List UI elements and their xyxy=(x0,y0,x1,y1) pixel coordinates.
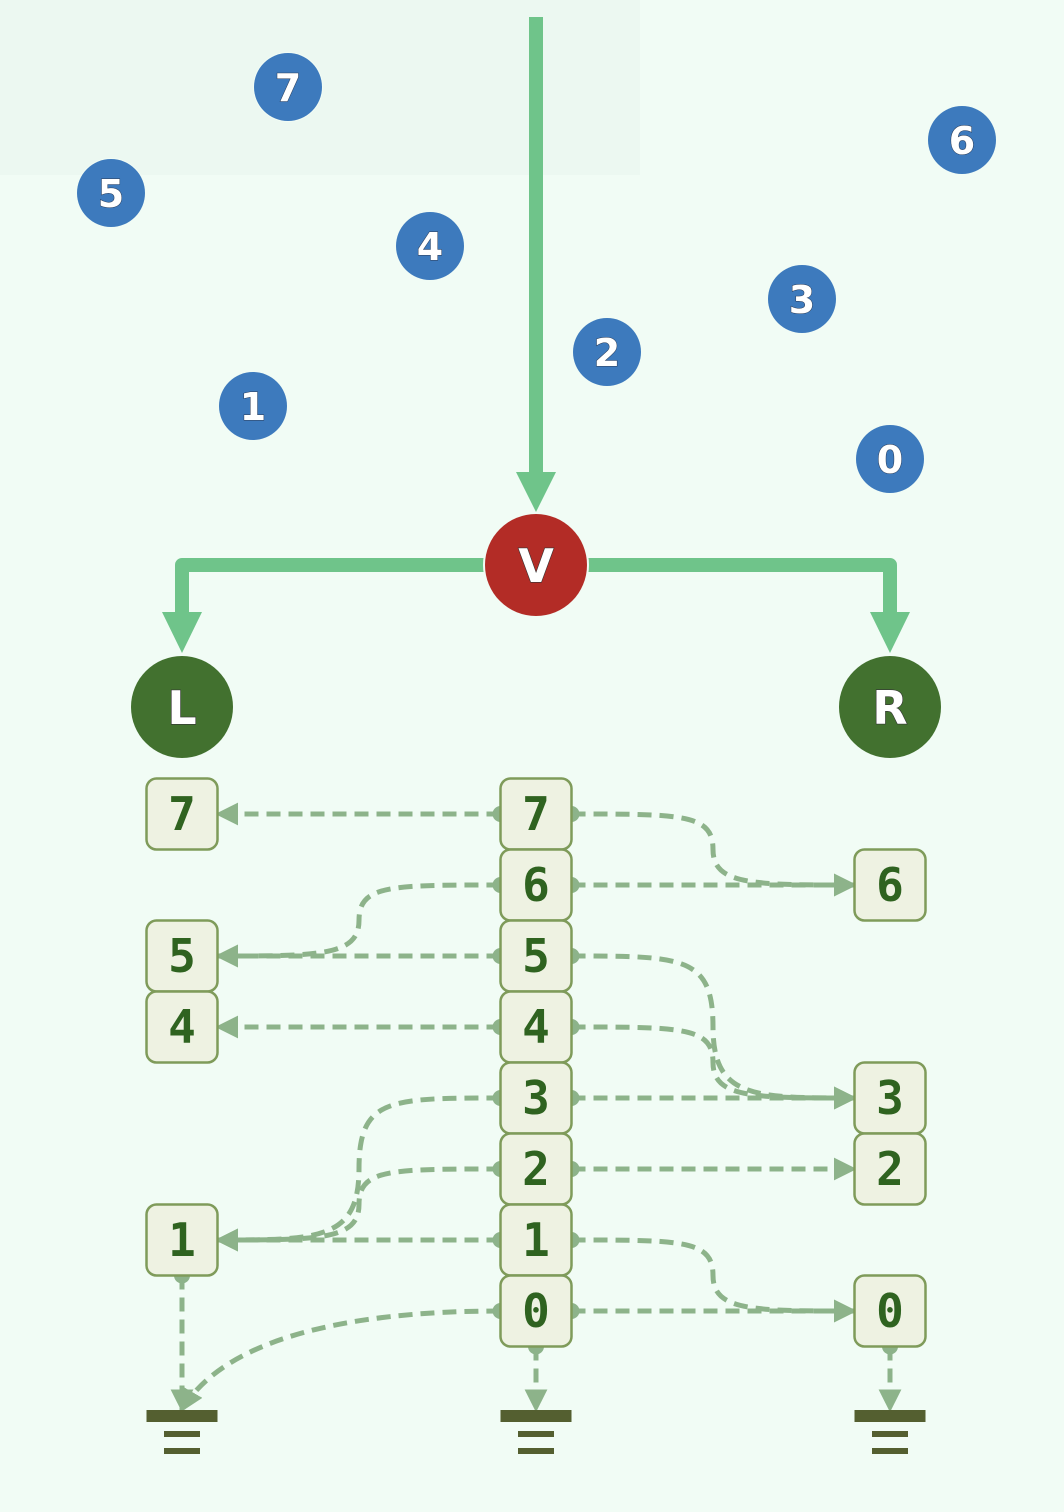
box-label: 4 xyxy=(168,1000,196,1054)
key-circle-label: 0 xyxy=(877,438,903,482)
box-right-2[interactable]: 2 xyxy=(853,1132,927,1206)
key-circles: 7 5 4 1 2 3 6 0 xyxy=(76,52,997,494)
edge-middle-6-to-left-5 xyxy=(215,876,509,968)
box-middle-7[interactable]: 7 xyxy=(499,777,573,851)
key-circle-1[interactable]: 1 xyxy=(218,371,288,441)
pointer-edges xyxy=(170,802,902,1413)
left-node-label: L xyxy=(167,681,196,735)
box-left-5[interactable]: 5 xyxy=(145,919,219,993)
left-branch-arrowhead xyxy=(162,612,202,653)
flow-arrows xyxy=(162,17,910,653)
key-circle-label: 3 xyxy=(789,278,815,322)
key-circle-7[interactable]: 7 xyxy=(253,52,323,122)
ground-icon-right xyxy=(854,1410,926,1454)
box-middle-5[interactable]: 5 xyxy=(499,919,573,993)
box-right-6[interactable]: 6 xyxy=(853,848,927,922)
box-label: 0 xyxy=(522,1284,550,1338)
box-label: 1 xyxy=(522,1213,550,1267)
box-label: 3 xyxy=(522,1071,550,1125)
box-middle-2[interactable]: 2 xyxy=(499,1132,573,1206)
box-label: 7 xyxy=(522,787,550,841)
edge-middle-7-to-right-6 xyxy=(563,805,857,897)
key-circle-0[interactable]: 0 xyxy=(855,424,925,494)
key-circle-label: 6 xyxy=(949,119,975,163)
right-branch-line xyxy=(588,558,897,615)
key-circle-6[interactable]: 6 xyxy=(927,105,997,175)
key-circle-label: 4 xyxy=(417,225,443,269)
edge-middle-4-to-right-3 xyxy=(563,1018,857,1110)
edge-middle-3-to-left-1 xyxy=(215,1089,509,1252)
right-node-label: R xyxy=(872,681,907,735)
box-label: 1 xyxy=(168,1213,196,1267)
box-label: 6 xyxy=(522,858,550,912)
box-label: 0 xyxy=(876,1284,904,1338)
box-label: 6 xyxy=(876,858,904,912)
box-label: 4 xyxy=(522,1000,550,1054)
key-circle-label: 7 xyxy=(275,66,301,110)
box-right-0[interactable]: 0 xyxy=(853,1274,927,1348)
key-circle-label: 2 xyxy=(594,331,620,375)
key-circle-label: 5 xyxy=(98,172,124,216)
key-circle-label: 1 xyxy=(240,385,266,429)
ground-icon-left xyxy=(146,1410,218,1454)
box-middle-3[interactable]: 3 xyxy=(499,1061,573,1135)
key-circle-5[interactable]: 5 xyxy=(76,158,146,228)
box-label: 7 xyxy=(168,787,196,841)
box-label: 2 xyxy=(522,1142,550,1196)
edge-middle-2-to-left-1 xyxy=(215,1160,509,1252)
left-node[interactable]: L xyxy=(129,654,235,760)
key-circle-2[interactable]: 2 xyxy=(572,317,642,387)
right-branch-arrowhead xyxy=(870,612,910,653)
box-middle-0[interactable]: 0 xyxy=(499,1274,573,1348)
box-left-1[interactable]: 1 xyxy=(145,1203,219,1277)
box-left-4[interactable]: 4 xyxy=(145,990,219,1064)
ground-icon-middle xyxy=(500,1410,572,1454)
vertex-node[interactable]: V xyxy=(483,512,589,618)
box-middle-6[interactable]: 6 xyxy=(499,848,573,922)
box-label: 3 xyxy=(876,1071,904,1125)
key-circle-3[interactable]: 3 xyxy=(767,264,837,334)
box-label: 5 xyxy=(522,929,550,983)
vertex-node-label: V xyxy=(518,539,554,593)
input-flow-arrowhead xyxy=(516,472,556,512)
edge-middle-0-to-ground-left xyxy=(179,1302,509,1412)
box-label: 5 xyxy=(168,929,196,983)
box-middle-4[interactable]: 4 xyxy=(499,990,573,1064)
key-circle-4[interactable]: 4 xyxy=(395,211,465,281)
edge-middle-1-to-right-0 xyxy=(563,1231,857,1323)
ground-symbols xyxy=(146,1410,926,1454)
right-node[interactable]: R xyxy=(837,654,943,760)
box-left-7[interactable]: 7 xyxy=(145,777,219,851)
box-label: 2 xyxy=(876,1142,904,1196)
left-branch-line xyxy=(175,558,484,615)
box-middle-1[interactable]: 1 xyxy=(499,1203,573,1277)
bucket-boxes: 7 5 4 1 7 6 5 4 3 2 1 0 6 3 2 0 xyxy=(145,777,927,1348)
box-right-3[interactable]: 3 xyxy=(853,1061,927,1135)
edge-middle-5-to-right-3 xyxy=(563,947,857,1110)
